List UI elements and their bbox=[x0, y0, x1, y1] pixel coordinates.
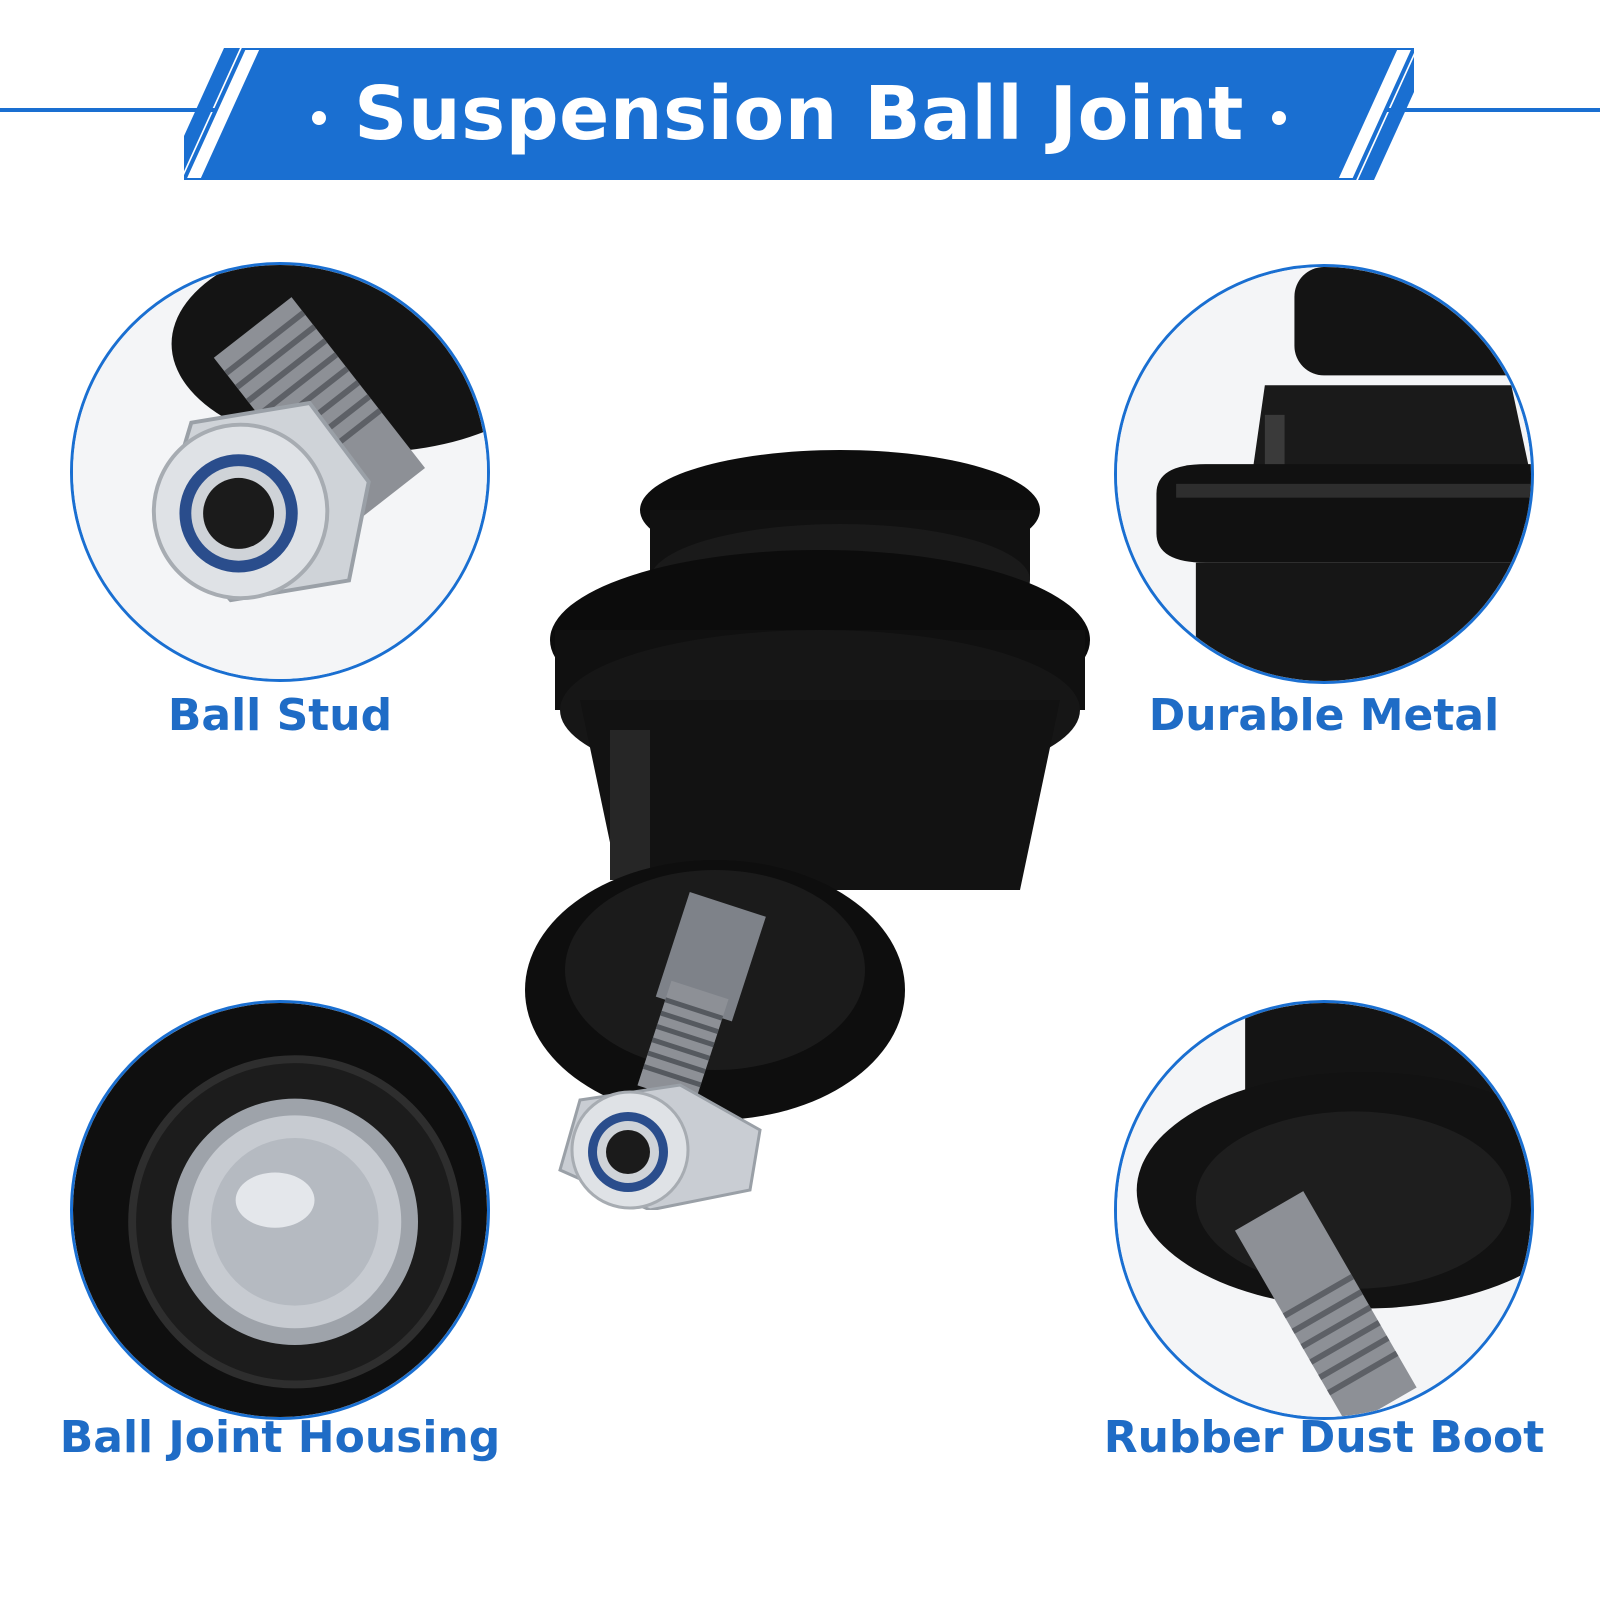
banner-line-right bbox=[1380, 108, 1600, 112]
callout-label-rubber-dust-boot: Rubber Dust Boot bbox=[1103, 1412, 1545, 1463]
page-title: Suspension Ball Joint bbox=[354, 71, 1244, 157]
callout-ball-joint-housing bbox=[70, 1000, 490, 1420]
housing-cap-icon bbox=[73, 1003, 487, 1417]
callout-label-ball-stud: Ball Stud bbox=[167, 690, 393, 741]
callout-label-durable-metal: Durable Metal bbox=[1148, 690, 1500, 741]
ball-joint-product-image bbox=[525, 450, 1090, 1210]
banner-shape bbox=[164, 46, 1434, 182]
callout-durable-metal bbox=[1114, 264, 1534, 684]
bullet-dot-left bbox=[312, 111, 327, 125]
title-banner: Suspension Ball Joint bbox=[164, 46, 1434, 182]
bullet-dot-right bbox=[1271, 111, 1286, 125]
banner-line-left bbox=[0, 108, 220, 112]
nut-icon bbox=[73, 265, 487, 679]
callout-ball-stud bbox=[70, 262, 490, 682]
banner-title-wrap: Suspension Ball Joint bbox=[184, 48, 1414, 180]
dust-boot-icon bbox=[1117, 1003, 1531, 1417]
callout-label-ball-joint-housing: Ball Joint Housing bbox=[59, 1412, 501, 1463]
callout-rubber-dust-boot bbox=[1114, 1000, 1534, 1420]
housing-icon bbox=[1117, 267, 1531, 681]
